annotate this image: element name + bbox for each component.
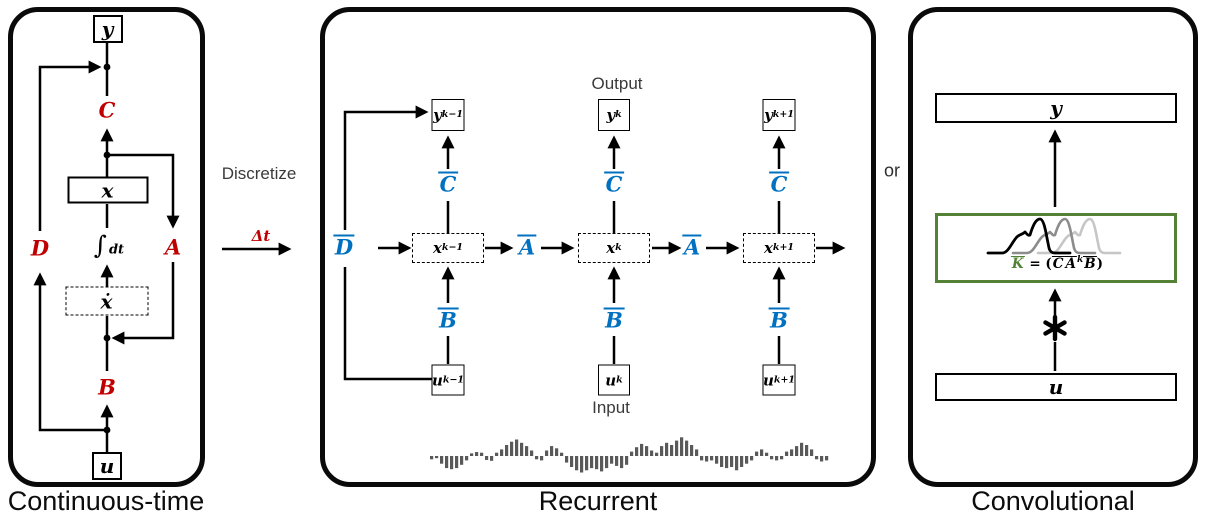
conv-y-box: y	[935, 93, 1177, 123]
delta-t-label: Δt	[251, 227, 271, 245]
D-bar-label: D	[333, 234, 355, 260]
integral-dt-label: ∫dt	[93, 230, 125, 260]
B-label: B	[98, 374, 116, 400]
convolution-asterisk-icon	[1043, 314, 1067, 342]
y-box: y	[92, 15, 123, 43]
recurrent-connectors	[343, 105, 846, 381]
input-label: Input	[592, 398, 630, 417]
kernel-box	[935, 213, 1177, 283]
caption-continuous-time: Continuous-time	[7, 486, 205, 516]
output-label: Output	[591, 74, 643, 93]
D-label: D	[30, 235, 50, 261]
A-bar-label-1: A	[517, 234, 537, 260]
convolutional-panel	[908, 7, 1198, 487]
kernel-curves	[986, 217, 1122, 255]
conv-u-box: u	[935, 373, 1177, 401]
C-bar-label-3: C	[769, 171, 789, 197]
caption-recurrent: Recurrent	[538, 486, 658, 516]
A-bar-label-2: A	[682, 234, 702, 260]
u-box: u	[92, 452, 122, 480]
C-bar-label-1: C	[438, 171, 458, 197]
continuous-connectors	[33, 43, 180, 452]
B-bar-label-1: B	[437, 307, 459, 333]
input-waveform	[430, 437, 829, 473]
B-bar-label-2: B	[603, 307, 625, 333]
xdot-box: ẋ	[65, 286, 148, 316]
discretize-label: Discretize	[221, 164, 297, 183]
junction-dots	[103, 63, 111, 434]
or-label: or	[883, 160, 901, 181]
C-bar-label-2: C	[604, 171, 624, 197]
caption-convolutional: Convolutional	[971, 486, 1135, 516]
A-label: A	[164, 234, 182, 260]
C-label: C	[98, 97, 116, 123]
x-box: x	[67, 176, 148, 204]
B-bar-label-3: B	[768, 307, 790, 333]
